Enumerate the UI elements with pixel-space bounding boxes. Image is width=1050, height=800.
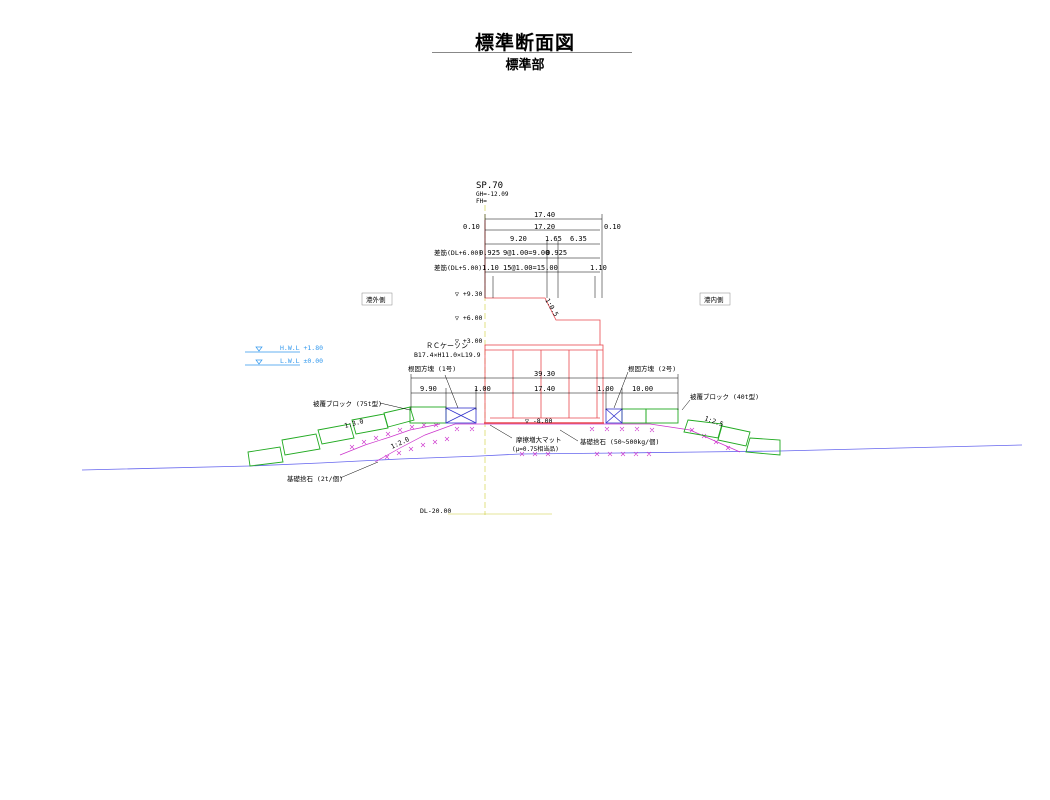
dim-seg-c: 6.35	[570, 235, 587, 243]
armor-blocks-left	[247, 406, 447, 467]
hwl-label: H.W.L +1.80	[280, 344, 323, 352]
drawing-subtitle: 標準部	[505, 58, 545, 73]
level-bottom: ▽ -8.00	[525, 417, 552, 425]
seabed-line	[81, 444, 1023, 471]
dim-seg-a: 9.20	[510, 235, 527, 243]
leader-lines	[339, 371, 691, 479]
dim-right-offset: 0.10	[604, 223, 621, 231]
bars-lower-mid: 15@1.00=15.00	[503, 264, 558, 272]
rubble-right-label: 基礎捨石 (50~500kg/個)	[580, 437, 659, 446]
level-crown: ▽ +9.30	[455, 290, 482, 298]
level-3: ▽ +3.00	[455, 337, 482, 345]
ground-height: GH=-12.09	[476, 191, 509, 198]
dim-left-offset: 0.10	[463, 223, 480, 231]
dim-base-total: 39.30	[534, 370, 555, 378]
dimension-lines	[410, 214, 679, 410]
bars-lower-label: 差筋(DL+5.00)	[434, 263, 482, 272]
foot-protection-blocks	[445, 407, 623, 424]
lwl-label: L.W.L ±0.00	[280, 357, 323, 365]
harbor-outer-label: 港外側	[366, 295, 386, 304]
bars-lower-left: 1.10	[482, 264, 499, 272]
bars-upper-label: 差筋(DL+6.00)	[434, 248, 482, 257]
rubble-x-marks	[349, 422, 731, 460]
harbor-outer-box	[361, 292, 393, 306]
water-level-markers	[245, 346, 300, 366]
foot-block-1-label: 根固方塊 (1号)	[408, 364, 456, 373]
foot-block-2-label: 根固方塊 (2号)	[628, 364, 676, 373]
level-dl: DL-20.00	[420, 507, 451, 515]
bars-upper-right: 0.925	[546, 249, 567, 257]
dim-base-mid: 17.40	[534, 385, 555, 393]
dim-base-left-gap: 1.00	[474, 385, 491, 393]
slope-left-lower: 1:2.0	[389, 435, 410, 451]
bars-upper-mid: 9@1.00=9.00	[503, 249, 549, 257]
slope-right: 1:2.5	[703, 414, 724, 428]
armor-right-label: 被覆ブロック (40t型)	[690, 392, 759, 401]
armor-blocks-right	[621, 408, 781, 456]
level-6: ▽ +6.00	[455, 314, 482, 322]
section-id: SP.70	[476, 181, 503, 191]
fh-label: FH=	[476, 198, 487, 205]
dim-base-right-gap: 1.00	[597, 385, 614, 393]
harbor-inner-label: 港内側	[704, 295, 724, 304]
dim-base-left: 9.90	[420, 385, 437, 393]
bars-upper-left: 0.925	[479, 249, 500, 257]
friction-mat-label: 摩擦増大マット	[516, 435, 562, 444]
dim-inner-width: 17.20	[534, 223, 555, 231]
drawing-title: 標準断面図	[474, 32, 575, 54]
harbor-inner-box	[699, 292, 731, 306]
dim-base-right: 10.00	[632, 385, 653, 393]
caisson-label: ＲＣケーソン	[426, 342, 468, 350]
rubble-mound	[339, 423, 741, 463]
rubble-left-label: 基礎捨石 (2t/個)	[287, 474, 343, 483]
slope-ratio-crown: 1:0.5	[543, 297, 560, 318]
dim-seg-b: 1.65	[545, 235, 562, 243]
friction-mat-note: (μ=0.75相当品)	[512, 445, 559, 453]
bars-lower-right: 1.10	[590, 264, 607, 272]
title-underline	[432, 52, 632, 53]
armor-left-label: 被覆ブロック (75t型)	[313, 399, 382, 408]
caisson-dims: B17.4×H11.0×L19.9	[414, 351, 481, 359]
dim-overall-top: 17.40	[534, 211, 555, 219]
